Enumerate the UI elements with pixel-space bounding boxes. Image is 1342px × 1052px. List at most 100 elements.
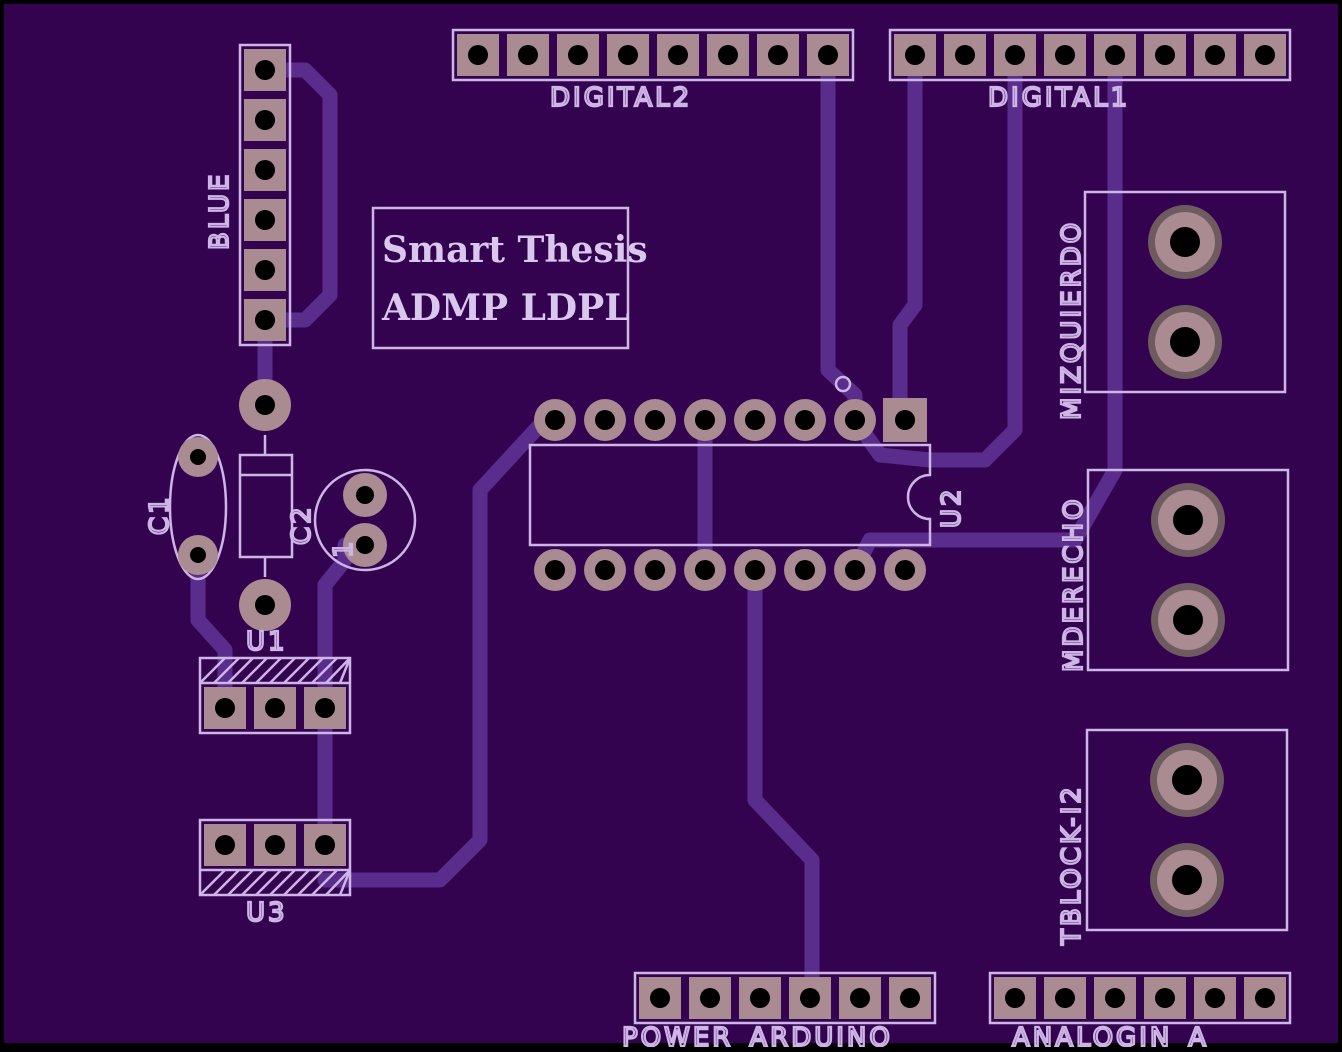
pad-power [839, 977, 881, 1019]
pad-digital1 [1044, 34, 1086, 76]
label-u2: U2 [937, 486, 967, 528]
trace-blue-loop [257, 62, 338, 328]
header-digital2 [451, 28, 855, 82]
pad-u2-bottom [534, 549, 576, 591]
pad-u2-bottom [634, 549, 676, 591]
pad-analog [1144, 977, 1186, 1019]
hatch-line [311, 869, 338, 896]
pad-u1 [204, 687, 246, 729]
title-line1: Smart Thesis [382, 229, 648, 271]
pad-digital2 [507, 34, 549, 76]
pad-blue [244, 99, 286, 141]
header-digital1 [888, 28, 1292, 82]
pad-analog [1194, 977, 1236, 1019]
title-box: Smart Thesis ADMP LDPL [371, 206, 648, 350]
pad-u2-bottom [584, 549, 626, 591]
pad-u3 [254, 824, 296, 866]
pad-digital2 [457, 34, 499, 76]
pad-blue [244, 149, 286, 191]
label-tblock: TBLOCK-I2 [1057, 784, 1087, 946]
pad-power [639, 977, 681, 1019]
pad-power [739, 977, 781, 1019]
label-analog: ANALOGIN_A [1012, 1023, 1209, 1047]
label-digital1: DIGITAL1 [988, 83, 1130, 113]
trace-digital1-c [922, 47, 1123, 548]
pad-digital2 [757, 34, 799, 76]
hatch-line [199, 657, 226, 684]
pad-analog [994, 977, 1036, 1019]
hatch-line [241, 869, 268, 896]
pad-digital2 [707, 34, 749, 76]
label-blue: BLUE [205, 172, 235, 251]
capacitor-c2 [313, 468, 417, 572]
hatch-line [297, 657, 324, 684]
pad-digital1 [1094, 34, 1136, 76]
hatch-line [297, 869, 324, 896]
pad-u2-bottom [834, 549, 876, 591]
pad-digital1 [894, 34, 936, 76]
pad-u2-bottom [684, 549, 726, 591]
header-power [633, 971, 937, 1025]
pad-u2-bottom [734, 549, 776, 591]
pad-power [889, 977, 931, 1019]
ic-u2 [528, 375, 932, 591]
pad-analog [1044, 977, 1086, 1019]
capacitor-c1 [168, 433, 228, 581]
trace-c1-left [190, 547, 233, 713]
pad-blue [244, 49, 286, 91]
component-u1 [198, 656, 352, 735]
trace-digital1-a [892, 47, 923, 423]
pad-digital1 [1144, 34, 1186, 76]
component-u3 [198, 818, 352, 897]
pad-u2-top [784, 399, 826, 441]
hatch-line [338, 657, 352, 684]
hatch-line [325, 657, 351, 684]
hatch-line [283, 869, 310, 896]
hatch-line [255, 869, 282, 896]
label-u3: U3 [246, 898, 288, 928]
pad-u2-bottom [884, 549, 926, 591]
terminal-mderecho [1086, 468, 1290, 672]
label-c2: C2 [287, 504, 317, 545]
hatch-line [325, 869, 351, 896]
pad-blue [244, 249, 286, 291]
pad-digital1 [944, 34, 986, 76]
pad-analog [1244, 977, 1286, 1019]
hatch-line [213, 657, 240, 684]
pad-u2-pin1 [883, 398, 927, 442]
header-blue [238, 43, 292, 347]
pad-analog [1094, 977, 1136, 1019]
label-power: POWER_ARDUINO [622, 1023, 893, 1047]
hatch-line [269, 657, 296, 684]
label-u1: U1 [246, 627, 288, 657]
trace-power [747, 562, 820, 1003]
pad-digital2 [557, 34, 599, 76]
terminal-mizquierdo [1083, 190, 1287, 394]
hatch-line [255, 657, 282, 684]
pad-power [689, 977, 731, 1019]
label-mizquierdo: MIZQUIERDO [1057, 220, 1087, 420]
pad-u2-top [684, 399, 726, 441]
trace-u3-right [317, 417, 548, 888]
pad-u2-top [634, 399, 676, 441]
hatch-line [283, 657, 310, 684]
pad-digital1 [1194, 34, 1236, 76]
pad-u2-top [734, 399, 776, 441]
hatch-line [311, 657, 338, 684]
component-diode [238, 379, 294, 631]
pad-digital1 [994, 34, 1036, 76]
pad-blue [244, 199, 286, 241]
pad-u2-top [584, 399, 626, 441]
pad-u2-top [834, 399, 876, 441]
hatch-line [269, 869, 296, 896]
pad-u1 [254, 687, 296, 729]
label-digital2: DIGITAL2 [550, 83, 692, 113]
pad-blue [244, 299, 286, 341]
pad-digital2 [657, 34, 699, 76]
pad-u2-bottom [784, 549, 826, 591]
title-line2: ADMP LDPL [381, 287, 630, 329]
label-mderecho: MDERECHO [1059, 496, 1089, 672]
hatch-line [338, 869, 352, 896]
pad-u2-top [534, 399, 576, 441]
